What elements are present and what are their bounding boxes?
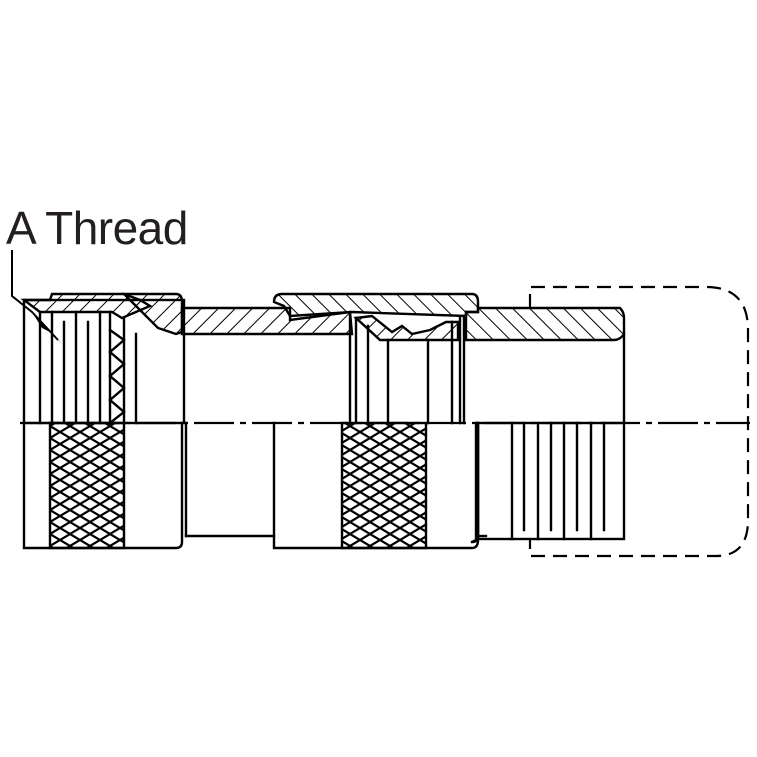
- body-section: [180, 292, 626, 425]
- thread-callout-label: A Thread: [6, 202, 188, 254]
- coupling-nut-exterior: [22, 421, 188, 550]
- body-exterior: [184, 421, 480, 550]
- sleeve-exterior: [470, 421, 626, 544]
- phantom-cap-outline: [528, 285, 750, 558]
- coupling-nut-section: [20, 292, 186, 425]
